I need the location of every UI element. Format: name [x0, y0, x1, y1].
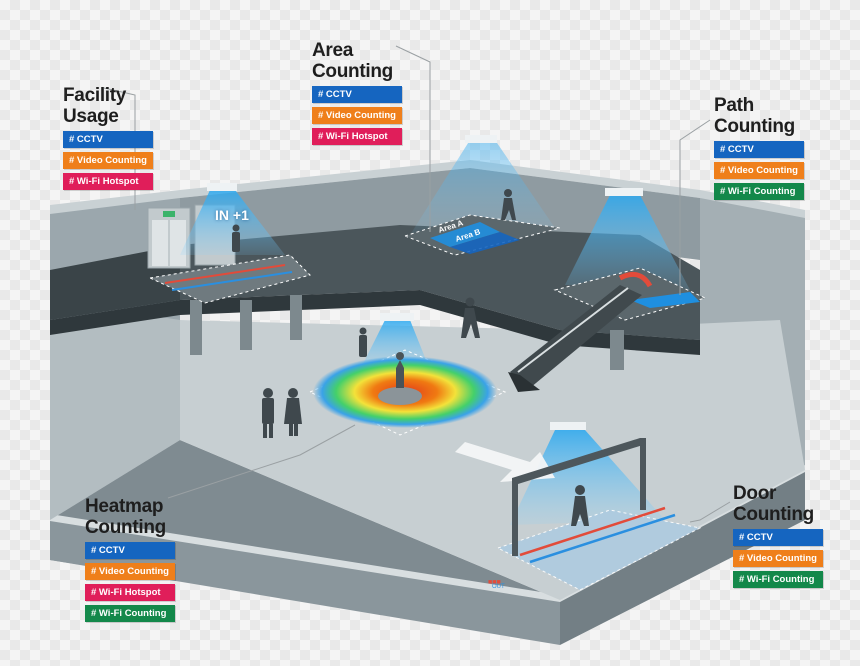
in-counter-label: IN +1	[215, 207, 249, 223]
callout-title: Path	[714, 95, 754, 116]
callout-heatmap-counting: Heatmap Counting # CCTV # Video Counting…	[85, 496, 175, 622]
door-frame-right	[640, 438, 646, 510]
callout-title: Heatmap	[85, 496, 164, 517]
pillar	[190, 300, 202, 355]
pillar	[610, 330, 624, 370]
pillar	[290, 295, 302, 340]
people	[232, 189, 589, 526]
callout-title: Usage	[63, 106, 119, 127]
tag-wifi-hotspot: # Wi-Fi Hotspot	[63, 173, 153, 190]
area-camera	[465, 135, 497, 143]
facility-camera	[207, 183, 237, 191]
callout-facility-usage: Facility Usage # CCTV # Video Counting #…	[63, 85, 153, 190]
tag-cctv: # CCTV	[85, 542, 175, 559]
tag-wifi-hotspot: # Wi-Fi Hotspot	[312, 128, 402, 145]
door-frame-left	[512, 478, 518, 556]
door-camera	[550, 422, 586, 430]
svg-text:■■■: ■■■	[488, 579, 501, 586]
callout-area-counting: Area Counting # CCTV # Video Counting # …	[312, 40, 402, 145]
heatmap-zone	[308, 349, 507, 436]
tag-wifi-hotspot: # Wi-Fi Hotspot	[85, 584, 175, 601]
tag-wifi-counting: # Wi-Fi Counting	[714, 183, 804, 200]
tag-cctv: # CCTV	[733, 529, 823, 546]
callout-title: Area	[312, 40, 354, 61]
out-label: OUT	[492, 584, 505, 590]
door-camera-beam	[510, 430, 665, 525]
path-camera	[605, 188, 643, 196]
ground-floor-left	[50, 300, 180, 520]
callout-title: Facility	[63, 85, 127, 106]
tag-cctv: # CCTV	[63, 131, 153, 148]
callout-door-counting: Door Counting # CCTV # Video Counting # …	[733, 483, 823, 588]
tag-cctv: # CCTV	[312, 86, 402, 103]
callout-title: Door	[733, 483, 777, 504]
area-camera-beam	[410, 140, 555, 235]
tag-video-counting: # Video Counting	[714, 162, 804, 179]
mezzanine-front-left	[50, 300, 180, 335]
front-wall	[50, 520, 560, 645]
direction-arrow	[455, 442, 555, 482]
callout-title: Counting	[312, 61, 393, 82]
tag-video-counting: # Video Counting	[63, 152, 153, 169]
leader-lines	[103, 45, 731, 523]
tag-wifi-counting: # Wi-Fi Counting	[85, 605, 175, 622]
heatmap-camera	[380, 313, 414, 321]
callout-title: Counting	[714, 116, 795, 137]
right-outer-wall	[560, 470, 805, 645]
callout-path-counting: Path Counting # CCTV # Video Counting # …	[714, 95, 804, 200]
callout-title: Counting	[85, 517, 166, 538]
rim-back	[180, 160, 700, 198]
mezzanine-top	[180, 225, 700, 340]
tag-video-counting: # Video Counting	[733, 550, 823, 567]
rim-left	[50, 190, 180, 214]
callout-title: Counting	[733, 504, 814, 525]
pillar	[240, 300, 252, 350]
escalator	[510, 285, 642, 388]
tag-wifi-counting: # Wi-Fi Counting	[733, 571, 823, 588]
facility-camera-beam	[180, 190, 285, 255]
path-camera-beam	[565, 195, 690, 290]
tag-video-counting: # Video Counting	[85, 563, 175, 580]
tag-cctv: # CCTV	[714, 141, 804, 158]
tag-video-counting: # Video Counting	[312, 107, 402, 124]
